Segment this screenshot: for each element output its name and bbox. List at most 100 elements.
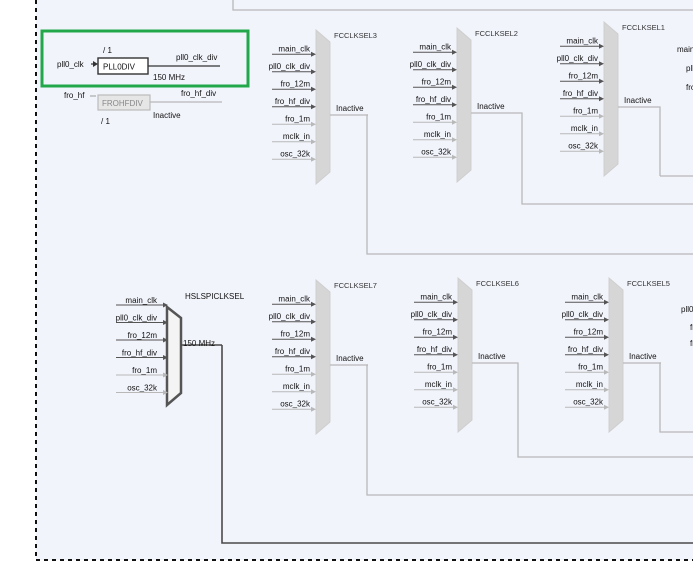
mux-output-wire: [366, 364, 693, 496]
diagram-panel: [36, 0, 693, 560]
arrow-right-icon: [452, 137, 457, 143]
fcclksel-mux[interactable]: FCCLKSEL2main_clkpll0_clk_divfro_12mfro_…: [410, 26, 693, 205]
arrow-right-icon: [311, 51, 316, 57]
mux-input-label: fro_1m: [573, 106, 598, 115]
mux-input-label: mclk_in: [424, 130, 451, 139]
mux-input-label: mclk_in: [576, 380, 603, 389]
arrow-right-icon: [163, 372, 168, 378]
pll0div-block[interactable]: pll0_clk / 1 PLL0DIV pll0_clk_div 150 MH…: [57, 46, 220, 82]
mux-input-label: fro_hf_div: [563, 89, 598, 98]
edge-fragment: fro_12m: [686, 83, 693, 92]
arrow-right-icon: [311, 336, 316, 342]
hslspiclksel-mux[interactable]: HSLSPICLKSEL 150 MHz main_clkpll0_clk_di…: [116, 292, 245, 408]
mux-shape[interactable]: [603, 20, 619, 178]
mux-output-wire: [510, 362, 693, 458]
mux-input-label: fro_12m: [281, 79, 311, 88]
mux-input-label: fro_12m: [422, 77, 452, 86]
mux-input-label: fro_1m: [285, 114, 310, 123]
arrow-right-icon: [311, 121, 316, 127]
arrow-right-icon: [453, 299, 458, 305]
arrow-right-icon: [163, 320, 168, 325]
arrow-right-icon: [604, 387, 609, 393]
fcclksel-mux[interactable]: FCCLKSEL3main_clkpll0_clk_divfro_12mfro_…: [269, 28, 693, 255]
arrow-right-icon: [604, 369, 609, 375]
frohfdiv-name: FROHFDIV: [102, 99, 144, 108]
pll0-clk-input-label: pll0_clk: [57, 60, 85, 69]
arrow-right-icon: [452, 84, 457, 90]
frohfdiv-divider: / 1: [101, 117, 110, 126]
mux-input-label: osc_32k: [280, 399, 311, 408]
mux-status: Inactive: [629, 352, 657, 361]
mux-input-label: osc_32k: [573, 397, 604, 406]
mux-status: Inactive: [336, 104, 364, 113]
arrow-right-icon: [599, 78, 604, 84]
arrow-right-icon: [599, 61, 604, 67]
mux-input-label: fro_hf_div: [275, 97, 310, 106]
mux-shape[interactable]: [456, 26, 472, 184]
arrow-right-icon: [604, 404, 609, 410]
hslspiclksel-shape[interactable]: [165, 304, 183, 408]
arrow-right-icon: [163, 302, 168, 308]
mux-input-label: osc_32k: [422, 397, 453, 406]
fcclksel-mux[interactable]: FCCLKSEL1main_clkpll0_clk_divfro_12mfro_…: [557, 20, 665, 178]
mux-input-label: main_clk: [571, 292, 604, 301]
arrow-right-icon: [311, 104, 316, 110]
mux-shape[interactable]: [315, 28, 331, 186]
mux-output-wire: [656, 106, 661, 176]
fcclksel-mux[interactable]: FCCLKSEL7main_clkpll0_clk_divfro_12mfro_…: [269, 278, 693, 496]
mux-input-label: fro_12m: [281, 329, 311, 338]
edge-fragment: pll0_clk_div: [686, 64, 693, 73]
mux-shape[interactable]: [315, 278, 331, 436]
mux-title: FCCLKSEL1: [622, 23, 665, 32]
mux-input-label: fro_hf_div: [417, 345, 452, 354]
arrow-right-icon: [453, 404, 458, 410]
clock-wires: [221, 0, 693, 544]
hsl-input-label: fro_12m: [128, 331, 158, 340]
pll0div-frequency: 150 MHz: [153, 73, 185, 82]
mux-output-wire: [366, 114, 693, 255]
mux-status: Inactive: [336, 354, 364, 363]
arrow-right-icon: [599, 96, 604, 102]
arrow-right-icon: [311, 301, 316, 307]
mux-input-label: pll0_clk_div: [562, 310, 603, 319]
pll0-clk-div-output-label: pll0_clk_div: [176, 53, 217, 62]
arrow-right-icon: [452, 67, 457, 73]
frohfdiv-block[interactable]: fro_hf FROHFDIV fro_hf_div Inactive / 1: [64, 89, 222, 126]
hsl-input-label: fro_1m: [132, 366, 157, 375]
arrow-right-icon: [599, 148, 604, 154]
arrow-right-icon: [452, 49, 457, 55]
mux-shape[interactable]: [457, 276, 473, 434]
arrow-right-icon: [93, 61, 98, 67]
arrow-right-icon: [311, 86, 316, 92]
mux-input-label: mclk_in: [283, 132, 310, 141]
arrow-right-icon: [604, 334, 609, 340]
hsl-input-label: osc_32k: [127, 384, 158, 393]
mux-status: Inactive: [477, 102, 505, 111]
mux-input-label: pll0_clk_div: [269, 312, 310, 321]
mux-input-label: osc_32k: [421, 147, 452, 156]
arrow-right-icon: [604, 317, 609, 323]
fcclksel-mux[interactable]: FCCLKSEL6main_clkpll0_clk_divfro_12mfro_…: [411, 276, 693, 458]
mux-title: FCCLKSEL5: [627, 279, 670, 288]
mux-status: Inactive: [624, 96, 652, 105]
mux-input-label: fro_12m: [569, 71, 599, 80]
mux-title: FCCLKSEL3: [334, 31, 377, 40]
arrow-right-icon: [163, 355, 168, 360]
edge-fragment: fro: [690, 339, 693, 348]
fcclksel-mux[interactable]: FCCLKSEL5main_clkpll0_clk_divfro_12mfro_…: [562, 276, 693, 434]
arrow-right-icon: [311, 371, 316, 377]
arrow-right-icon: [453, 317, 458, 323]
frohfdiv-status: Inactive: [153, 111, 181, 120]
mux-input-label: pll0_clk_div: [411, 310, 452, 319]
arrow-right-icon: [311, 69, 316, 75]
hslspiclksel-frequency: 150 MHz: [183, 339, 215, 348]
arrow-right-icon: [311, 139, 316, 145]
mux-input-label: fro_12m: [423, 327, 453, 336]
arrow-right-icon: [452, 119, 457, 125]
edge-fragment: pll0: [681, 305, 693, 314]
mux-status: Inactive: [478, 352, 506, 361]
mux-output-wire: [659, 362, 693, 433]
mux-shape[interactable]: [608, 276, 624, 434]
mux-input-label: fro_hf_div: [568, 345, 603, 354]
